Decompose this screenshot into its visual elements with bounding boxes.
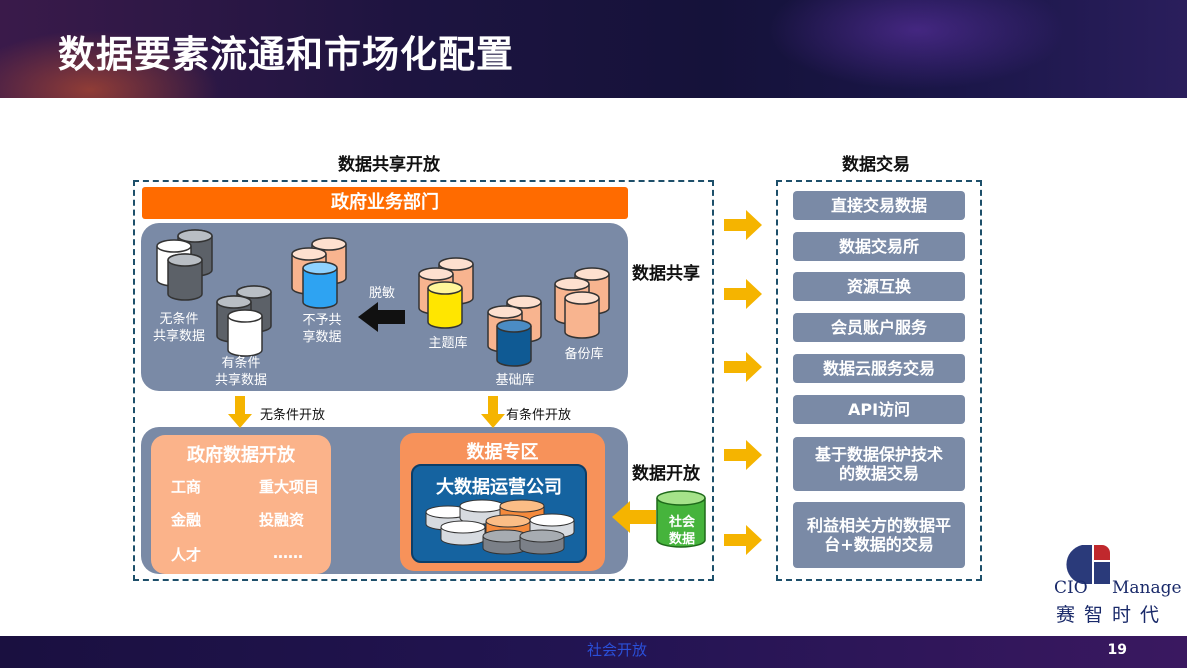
desensitize-arrow-icon [358, 302, 405, 332]
conditional-label: 有条件共享数据 [214, 356, 267, 388]
backup-db-label: 备份库 [564, 347, 604, 362]
section-title-sharing: 数据共享开放 [338, 155, 440, 175]
cio-manage-logo: CIO Manage 赛智时代 [1050, 540, 1185, 630]
banner-glow [0, 30, 220, 98]
logo-mark-icon [1066, 545, 1110, 584]
gov-open-item: 人才 [171, 546, 202, 564]
banner-glow [767, 0, 1067, 90]
logo-manage-text: Manage [1112, 578, 1182, 598]
not-shared-label: 不予共享数据 [302, 313, 342, 345]
conditional-open-label: 有条件开放 [506, 408, 572, 423]
logo-cn-text: 赛智时代 [1056, 604, 1169, 626]
trade-item: 利益相关方的数据平台+数据的交易 [793, 502, 965, 568]
trade-item: 数据交易所 [793, 232, 965, 261]
gov-data-open-box: 政府数据开放 工商 重大项目 金融 投融资 人才 …… [151, 435, 331, 574]
footer-bar: 社会开放 19 [0, 636, 1187, 668]
desensitize-label: 脱敏 [368, 286, 395, 301]
gov-data-open-title: 政府数据开放 [187, 445, 295, 466]
gov-dept-bar: 政府业务部门 [142, 187, 628, 219]
logo-cio-text: CIO [1054, 578, 1088, 598]
unconditional-label: 无条件共享数据 [152, 312, 205, 344]
social-data-label: 社会数据 [668, 515, 695, 547]
gov-open-item: 投融资 [259, 511, 305, 529]
gov-open-item: 工商 [171, 478, 202, 496]
sharing-container [133, 180, 714, 581]
social-data-icon [656, 490, 706, 548]
trade-item: 资源互换 [793, 272, 965, 301]
data-zone-title: 数据专区 [466, 442, 539, 463]
trade-item: 数据云服务交易 [793, 354, 965, 383]
company-title: 大数据运营公司 [436, 477, 562, 498]
data-open-label: 数据开放 [632, 464, 700, 484]
footer-center-text: 社会开放 [587, 641, 648, 659]
title-banner: 数据要素流通和市场化配置 [0, 0, 1187, 98]
gov-open-item: 重大项目 [259, 478, 320, 496]
gov-open-item: 金融 [171, 511, 202, 529]
trade-item: 会员账户服务 [793, 313, 965, 342]
base-db-label: 基础库 [495, 373, 535, 388]
unconditional-open-label: 无条件开放 [260, 408, 326, 423]
section-title-trade: 数据交易 [842, 155, 910, 175]
social-arrow-icon [612, 501, 656, 533]
page-title: 数据要素流通和市场化配置 [58, 33, 514, 76]
page-number: 19 [1107, 642, 1127, 658]
trade-item: API访问 [793, 395, 965, 424]
gov-open-item: …… [273, 544, 303, 562]
theme-db-label: 主题库 [428, 336, 468, 351]
trade-item: 基于数据保护技术的数据交易 [793, 437, 965, 491]
trade-item: 直接交易数据 [793, 191, 965, 220]
data-share-label: 数据共享 [632, 264, 700, 284]
trade-container [776, 180, 982, 581]
